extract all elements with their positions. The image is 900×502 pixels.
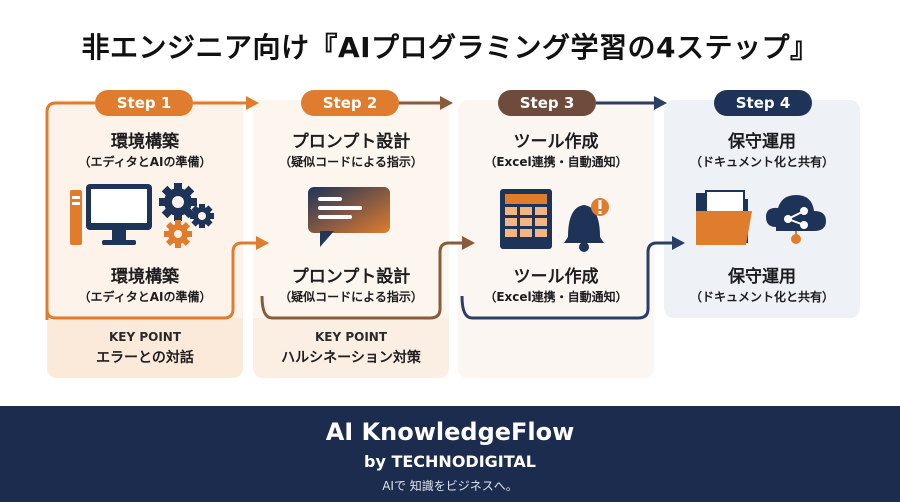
step-4-badge: Step 4 <box>714 90 812 116</box>
folder-cloud-icon <box>696 190 826 245</box>
step-4-heading: 保守運用 <box>728 132 796 152</box>
brand-tagline: AIで 知識をビジネスへ。 <box>382 479 518 493</box>
step-3-subtitle: （Excel連携・自動通知） <box>484 155 628 169</box>
step-1-heading-repeat: 環境構築 <box>111 267 179 287</box>
step-3-card <box>458 100 654 378</box>
step-3-heading: ツール作成 <box>513 132 599 152</box>
step-4-subtitle-repeat: （ドキュメント化と共有） <box>689 290 834 304</box>
chat-bubble-icon <box>308 187 390 247</box>
step-1-subtitle-repeat: （エディタとAIの準備） <box>78 290 212 304</box>
step-2-key-point-label: KEY POINT <box>314 330 388 344</box>
step-3-badge: Step 3 <box>498 90 596 116</box>
spreadsheet-bell-icon <box>500 189 609 252</box>
step-4-heading-repeat: 保守運用 <box>728 267 796 287</box>
step-3-subtitle-repeat: （Excel連携・自動通知） <box>484 290 628 304</box>
step-1-subtitle: （エディタとAIの準備） <box>78 155 212 169</box>
step-4-subtitle: （ドキュメント化と共有） <box>689 155 834 169</box>
step-2-subtitle-repeat: （疑似コードによる指示） <box>279 290 423 304</box>
step-2-badge: Step 2 <box>301 90 399 116</box>
step-2-subtitle: （疑似コードによる指示） <box>279 155 423 169</box>
footer-bar <box>0 406 900 502</box>
step-1-key-point-label: KEY POINT <box>108 330 182 344</box>
step-2-heading-repeat: プロンプト設計 <box>291 267 411 287</box>
step-1-heading: 環境構築 <box>111 132 179 152</box>
brand-name: AI KnowledgeFlow <box>325 418 575 446</box>
page-title: 非エンジニア向け『AIプログラミング学習の4ステップ』 <box>81 31 819 64</box>
step-1-badge: Step 1 <box>95 90 193 116</box>
brand-byline: by TECHNODIGITAL <box>364 452 536 471</box>
step-2-heading: プロンプト設計 <box>291 132 411 152</box>
step-2-key-point: ハルシネーション対策 <box>281 350 421 366</box>
computer-gears-icon <box>70 183 214 248</box>
step-3-heading-repeat: ツール作成 <box>513 267 599 287</box>
step-1-key-point: エラーとの対話 <box>96 350 194 366</box>
